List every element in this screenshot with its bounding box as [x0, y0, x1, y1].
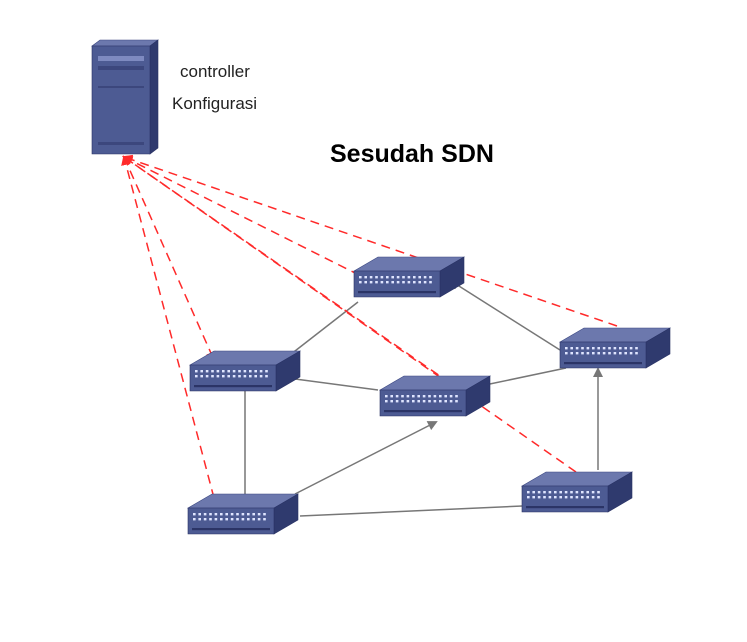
control-link-switch-bottom-left-to-controller	[121, 155, 215, 499]
switch-top-icon	[352, 256, 466, 298]
configuration-label: Konfigurasi	[172, 94, 258, 113]
control-link-switch-bottom-right-to-controller	[122, 155, 577, 473]
diagram-title: Sesudah SDN	[330, 140, 494, 168]
switch-left-icon	[188, 350, 302, 392]
control-link-controller-to-switch-left	[123, 156, 216, 362]
data-link-switch-bottom-left-to-switch-center	[294, 421, 438, 495]
control-link-switch-right-to-controller	[122, 154, 618, 327]
data-link-switch-right-to-switch-top	[449, 279, 561, 351]
switch-bottom-right-icon	[520, 471, 634, 513]
controller-server-icon	[91, 39, 159, 155]
data-link-switch-bottom-left-to-switch-bottom-right	[299, 500, 547, 517]
control-link-switch-top-to-controller	[122, 156, 374, 283]
switch-center-icon	[378, 375, 492, 417]
control-link-switch-center-to-controller	[122, 155, 464, 393]
controller-label: controller	[180, 62, 250, 81]
switch-bottom-left-icon	[186, 493, 300, 535]
switch-right-icon	[558, 327, 672, 369]
